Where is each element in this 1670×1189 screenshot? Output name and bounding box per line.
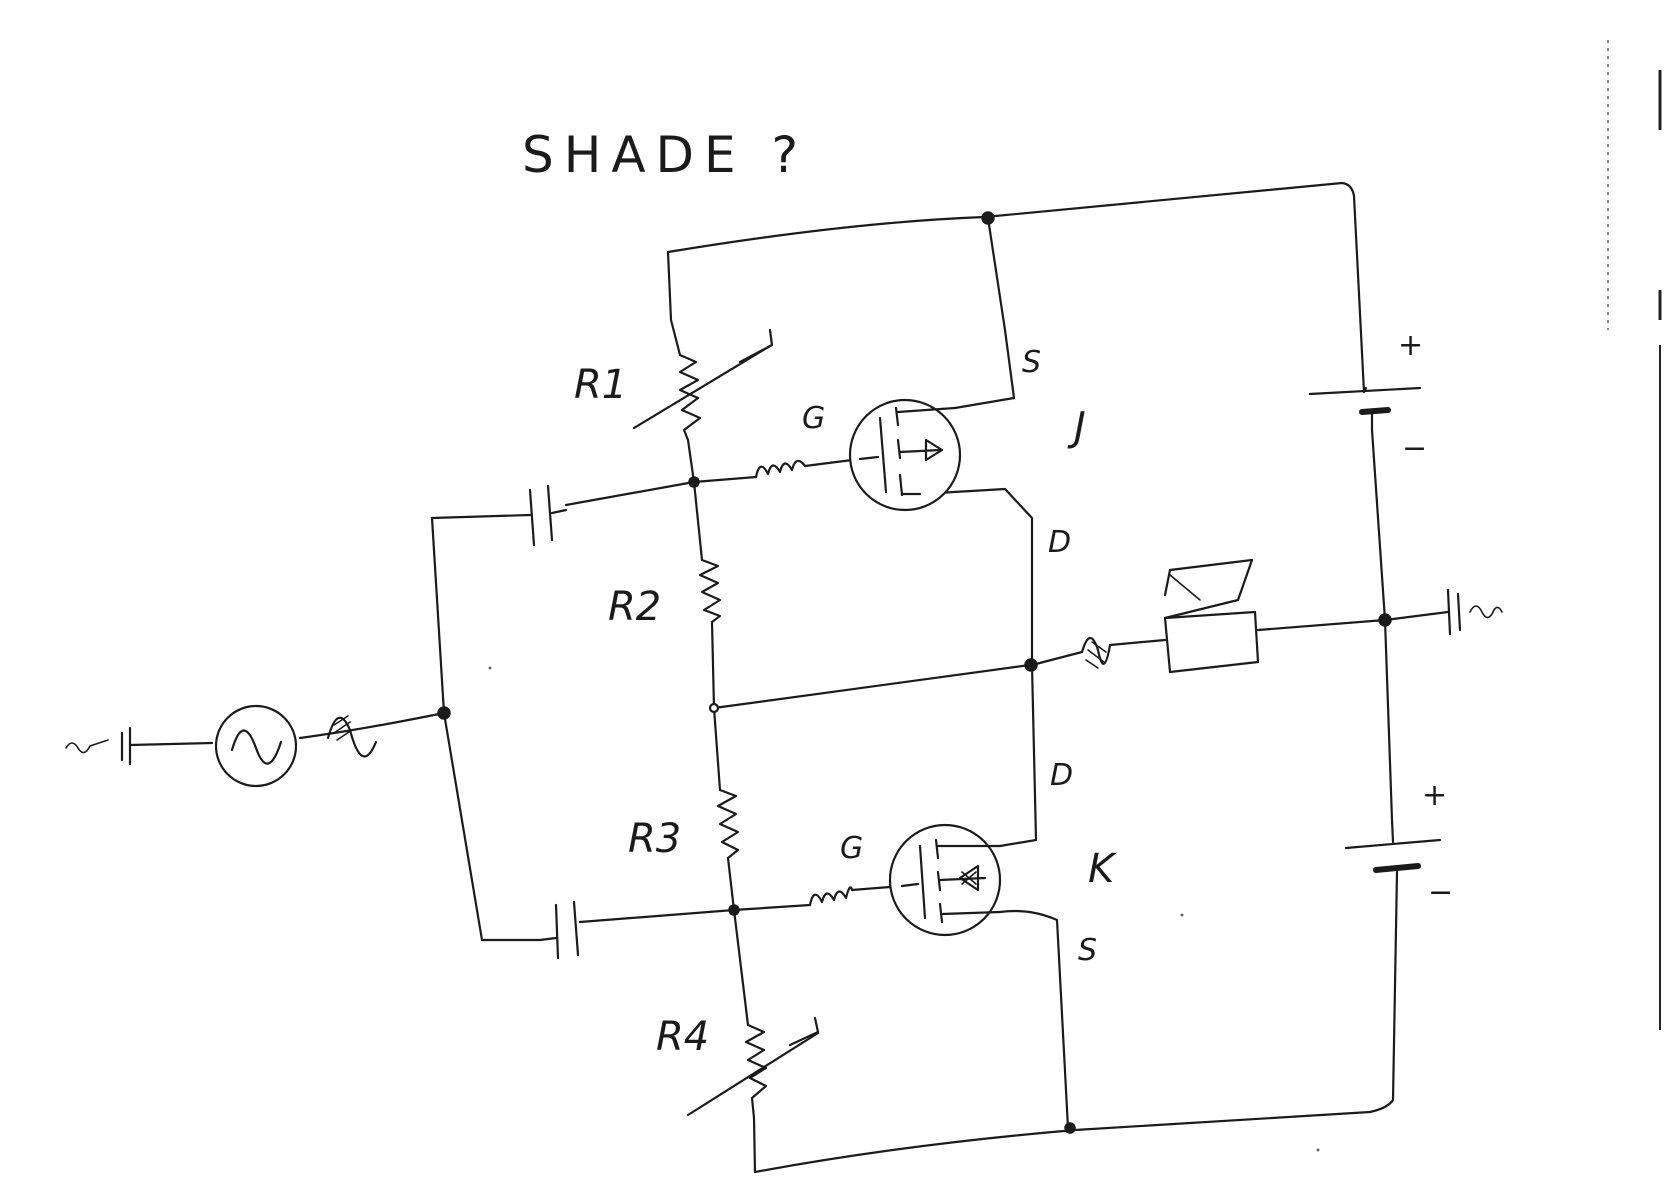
- j-drain-wire: [918, 487, 1034, 667]
- ground-terminal-icon: [65, 726, 132, 766]
- wires: [128, 181, 1450, 1174]
- signal-waveform-icon: [326, 715, 378, 758]
- battery-top-plus: +: [1398, 328, 1423, 363]
- j-drain-label: D: [1048, 525, 1071, 560]
- junction-top: [981, 211, 995, 225]
- battery-top-minus: −: [1402, 431, 1427, 466]
- k-name-label: K: [1088, 846, 1117, 892]
- battery-bottom-minus: −: [1428, 875, 1453, 910]
- junction-battery-mid: [1378, 613, 1392, 627]
- r1-feed-wire: [666, 250, 682, 357]
- c1-left-wire: [430, 513, 532, 520]
- speaker-feed-right-wire: [1108, 638, 1167, 647]
- k-gate-label: G: [840, 831, 863, 866]
- ground-terminal-2-icon: [1446, 588, 1503, 636]
- battery-2-icon: [1344, 818, 1442, 873]
- inductor-2-icon: [808, 886, 854, 907]
- r4-ground-wire: [752, 1116, 757, 1174]
- r4-upper-wire: [732, 908, 750, 1027]
- top-rail-wire: [666, 181, 1356, 254]
- k-source-wire: [998, 909, 1070, 1130]
- k-drain-wire: [998, 663, 1038, 848]
- c2-right-wire: [578, 908, 736, 924]
- r1-lower-wire: [686, 438, 696, 484]
- r1-label: R1: [574, 362, 627, 408]
- j-source-label: S: [1022, 345, 1041, 380]
- battery-bottom-plus: +: [1422, 778, 1447, 813]
- k-gate-lead-left: [732, 903, 812, 912]
- output-coil-icon: [1080, 636, 1112, 669]
- r2-lower-wire: [710, 620, 716, 710]
- ac-source-icon: [214, 704, 298, 788]
- r3-label: R3: [628, 816, 681, 862]
- k-drain-label: D: [1050, 758, 1073, 793]
- resistor-3-icon: [716, 788, 740, 860]
- battery-bottom-lower-wire: [1368, 870, 1399, 1114]
- capacitor-icon: [528, 484, 568, 547]
- c1-right-wire: [564, 480, 696, 507]
- r2-upper-wire: [692, 480, 704, 562]
- battery-icon: [1308, 386, 1422, 432]
- mid-ground-lead-wire: [1383, 610, 1450, 622]
- mosfet-2-icon: [888, 823, 1002, 937]
- junction-output: [1024, 658, 1038, 672]
- signal-input-wire: [298, 711, 446, 740]
- j-source-wire: [953, 216, 1016, 410]
- k-source-label: S: [1078, 933, 1097, 968]
- junction-bottom: [1064, 1122, 1076, 1134]
- variable-resistor-icon: [632, 328, 774, 442]
- junctions: [437, 211, 1392, 1134]
- r3-upper-wire: [712, 706, 722, 792]
- battery-top-upper-wire: [1352, 194, 1366, 394]
- inductor-icon: [754, 459, 807, 479]
- junction-node-b: [728, 904, 740, 916]
- r4-label: R4: [656, 1014, 709, 1060]
- mosfet-icon: [848, 398, 962, 512]
- capacitor-2-icon: [538, 900, 580, 960]
- junction-bias-mid: [708, 702, 720, 714]
- r2-label: R2: [608, 584, 661, 630]
- j-name-label: J: [1067, 404, 1086, 450]
- j-gate-label: G: [802, 401, 825, 436]
- speaker-icon: [1163, 558, 1260, 674]
- speaker-feed-left-wire: [1030, 650, 1084, 667]
- diagram-title: SHADE ?: [522, 126, 808, 184]
- junction-input: [437, 706, 451, 720]
- speaker-return-wire: [1256, 618, 1387, 632]
- junction-node-a: [688, 476, 700, 488]
- ac-ground-wire: [128, 741, 214, 747]
- r3-lower-wire: [726, 856, 736, 912]
- variable-resistor-4-icon: [686, 1016, 820, 1120]
- bottom-rail-wire: [753, 1110, 1372, 1174]
- left-bus-wire: [430, 516, 542, 942]
- scan-edge-marks: [1607, 40, 1662, 1030]
- scan-specks: [488, 666, 1320, 1152]
- resistor-icon: [698, 558, 722, 624]
- mid-bias-wire: [712, 663, 1032, 710]
- j-gate-lead-left: [692, 475, 758, 484]
